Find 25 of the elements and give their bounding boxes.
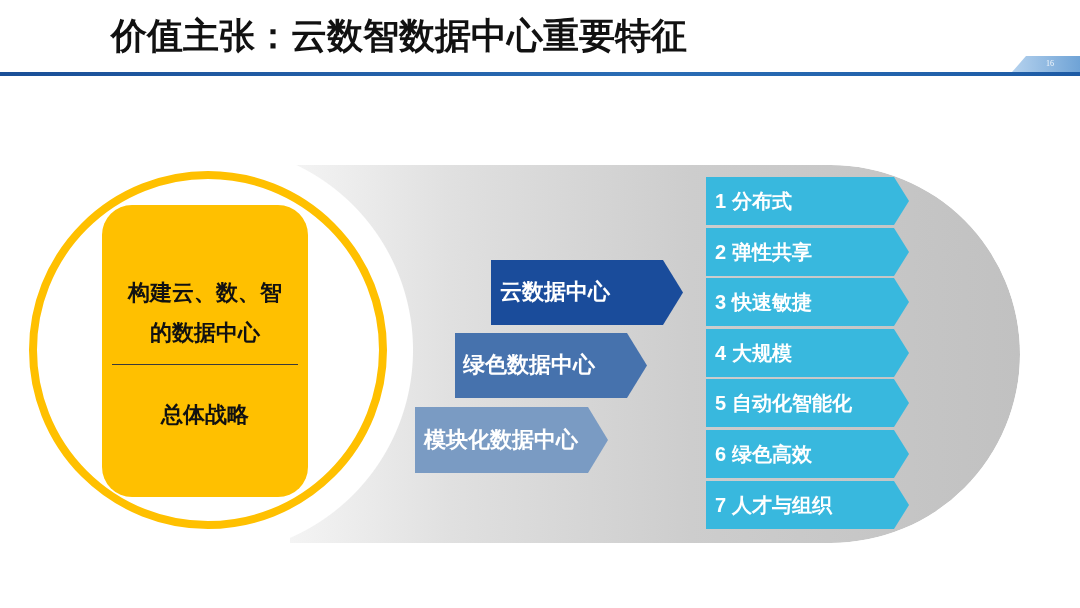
datacenter-banner [415,407,608,473]
feature-label: 5 自动化智能化 [715,391,852,415]
feature-label: 7 人才与组织 [715,493,832,517]
feature-banner [706,228,909,276]
datacenter-label: 模块化数据中心 [424,426,578,454]
page-number: 16 [1045,59,1054,69]
feature-banner [706,379,909,427]
feature-label: 1 分布式 [715,189,792,213]
datacenter-banner [491,260,683,325]
feature-banner [706,430,909,478]
feature-label: 6 绿色高效 [715,442,812,466]
panel-label: 总体战略 [161,401,249,429]
feature-banner [706,177,909,225]
datacenter-label: 云数据中心 [500,279,610,306]
feature-banner [706,329,909,377]
panel-heading: 构建云、数、智的数据中心 [126,279,283,347]
feature-banner [706,278,909,326]
feature-banner [706,481,909,529]
slide-title: 价值主张：云数智数据中心重要特征 [111,14,687,58]
rounded-panel [102,205,308,497]
datacenter-banner [455,333,647,398]
feature-label: 3 快速敏捷 [715,290,812,314]
datacenter-label: 绿色数据中心 [463,352,595,379]
feature-label: 4 大规模 [715,341,792,365]
feature-label: 2 弹性共享 [715,240,812,264]
